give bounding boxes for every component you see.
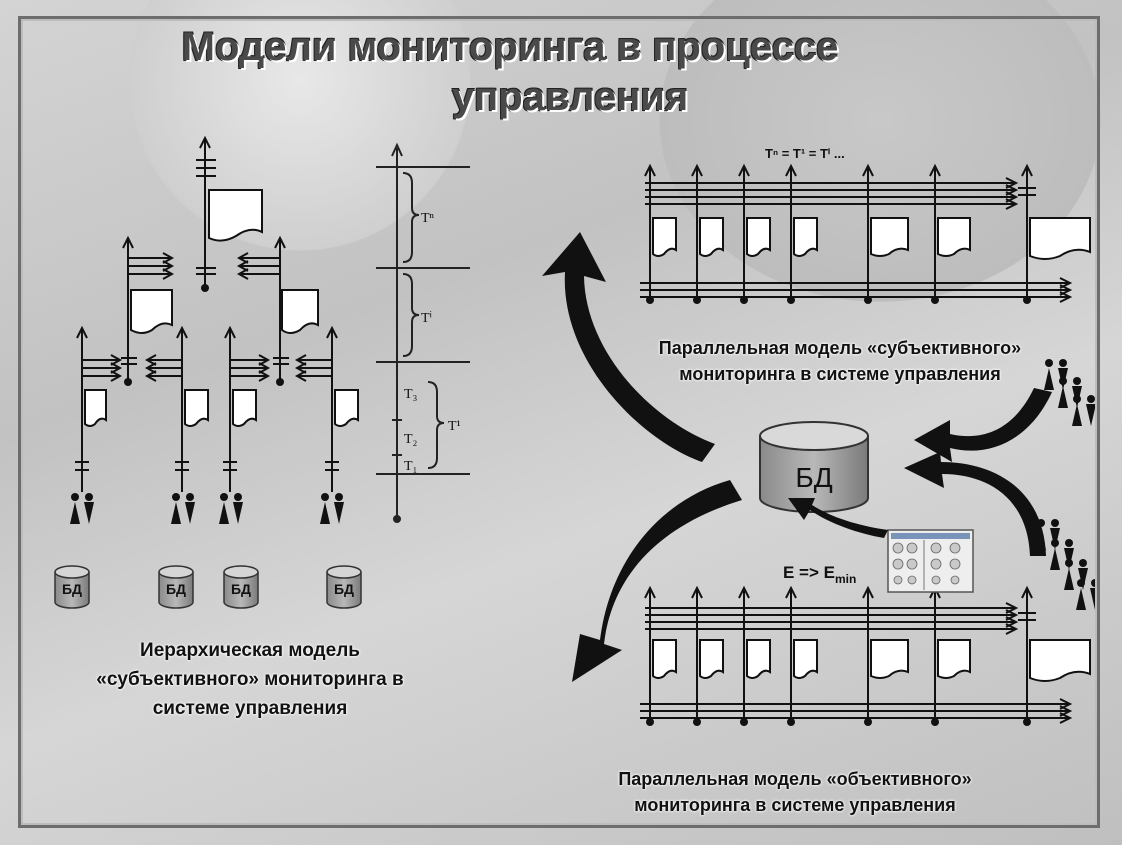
parallel-subjective-dots bbox=[646, 296, 1031, 304]
formula-energy: E => Emin bbox=[783, 563, 856, 586]
curved-arrow-to-subjective bbox=[542, 232, 715, 462]
small-db-label-4: БД bbox=[334, 581, 354, 597]
slide-title: Модели мониторинга в процессе управления bbox=[60, 22, 960, 122]
curved-arrow-users-top bbox=[914, 388, 1052, 462]
hierarchy-tree bbox=[75, 135, 339, 492]
label-t3: T₃ bbox=[404, 387, 418, 402]
label-tn: Tⁿ bbox=[421, 211, 435, 226]
caption-par2-line-2: мониторинга в системе управления bbox=[634, 795, 956, 815]
small-databases bbox=[54, 565, 362, 609]
caption-par2-line-1: Параллельная модель «объективного» bbox=[618, 769, 972, 789]
caption-parallel-subjective: Параллельная модель «субъективного» мони… bbox=[575, 335, 1105, 387]
db-cylinder-3 bbox=[223, 565, 259, 609]
small-db-label-2: БД bbox=[166, 581, 186, 597]
curved-arrow-dashboard bbox=[788, 498, 888, 538]
parallel-objective-bus bbox=[640, 585, 1073, 724]
curved-arrow-to-objective bbox=[572, 480, 742, 682]
flow-arrows bbox=[542, 232, 1052, 682]
caption-hier-line-1: Иерархическая модель bbox=[140, 640, 360, 661]
curved-arrow-users-bottom bbox=[904, 452, 1046, 556]
label-ti: Tⁱ bbox=[421, 311, 432, 326]
timeline bbox=[376, 142, 470, 523]
title-line-2: управления bbox=[451, 75, 689, 119]
db-cylinder-4 bbox=[326, 565, 362, 609]
parallel-objective-flags bbox=[652, 639, 1091, 682]
caption-par1-line-2: мониторинга в системе управления bbox=[679, 364, 1001, 384]
central-database bbox=[759, 421, 869, 513]
slide-frame bbox=[18, 16, 1100, 828]
label-t1-small: T₁ bbox=[404, 459, 417, 474]
parallel-objective-dots bbox=[646, 718, 1031, 726]
hierarchy-flags bbox=[84, 189, 359, 427]
parallel-subjective-flags bbox=[652, 217, 1091, 260]
dashboard-thumbnail bbox=[887, 529, 974, 593]
timeline-labels: Tⁿ Tⁱ T¹ T₃ T₂ T₁ bbox=[404, 211, 461, 474]
title-line-1: Модели мониторинга в процессе bbox=[181, 25, 839, 69]
db-cylinder-2 bbox=[158, 565, 194, 609]
central-db-label: БД bbox=[795, 462, 832, 493]
label-t2: T₂ bbox=[404, 432, 418, 447]
caption-hier-line-2: «субъективного» мониторинга в bbox=[96, 669, 404, 690]
db-cylinder-1 bbox=[54, 565, 90, 609]
caption-parallel-objective: Параллельная модель «объективного» монит… bbox=[535, 766, 1055, 818]
caption-par1-line-1: Параллельная модель «субъективного» bbox=[658, 338, 1022, 358]
small-db-label-1: БД bbox=[62, 581, 82, 597]
parallel-subjective-bus bbox=[640, 163, 1073, 303]
hierarchy-dots bbox=[124, 284, 284, 386]
formula-time-equality: Tⁿ = T¹ = Tⁱ ... bbox=[765, 146, 845, 161]
small-db-label-3: БД bbox=[231, 581, 251, 597]
caption-hier-line-3: системе управления bbox=[152, 698, 348, 719]
caption-hierarchical: Иерархическая модель «субъективного» мон… bbox=[20, 636, 480, 723]
label-t1: T¹ bbox=[448, 419, 461, 434]
